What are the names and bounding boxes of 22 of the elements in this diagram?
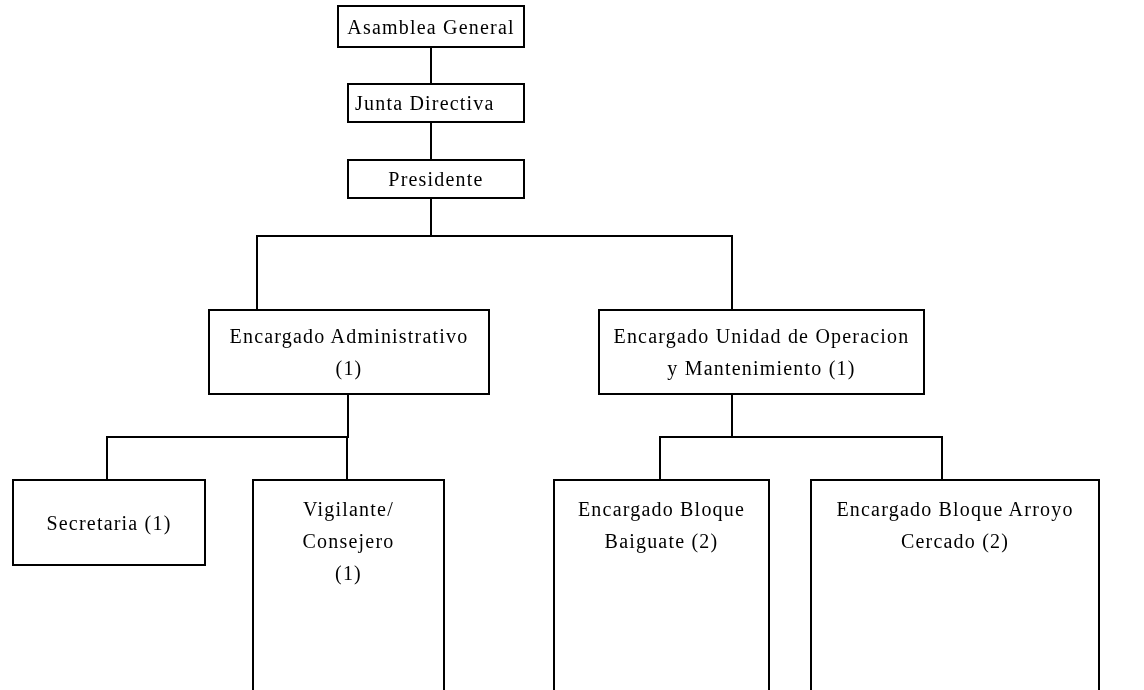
org-box [252,479,445,690]
box-label: Encargado Bloque Arroyo Cercado (2) [835,497,1075,555]
org-box [208,309,490,395]
box-label: Encargado Bloque Baiguate (2) [576,497,747,555]
org-box [347,83,525,123]
org-box [598,309,925,395]
org-box [12,479,206,566]
org-box [810,479,1100,690]
connector-line [430,122,432,160]
box-label: Vigilante/ Consejero (1) [301,497,396,587]
box-label: Encargado Unidad de Operacion y Mantenimiento (1) [612,324,911,382]
box-label: Encargado Administrativo (1) [229,324,469,382]
box-label: Presidente [388,167,484,192]
connector-line [731,394,943,480]
box-label: Asamblea General [347,14,515,40]
box-label: Secretaria (1) [45,510,173,537]
connector-line [430,47,432,84]
org-box [347,159,525,199]
org-box [553,479,770,690]
box-label: Junta Directiva [355,91,495,116]
org-box [337,5,525,48]
connector-line [346,394,349,480]
